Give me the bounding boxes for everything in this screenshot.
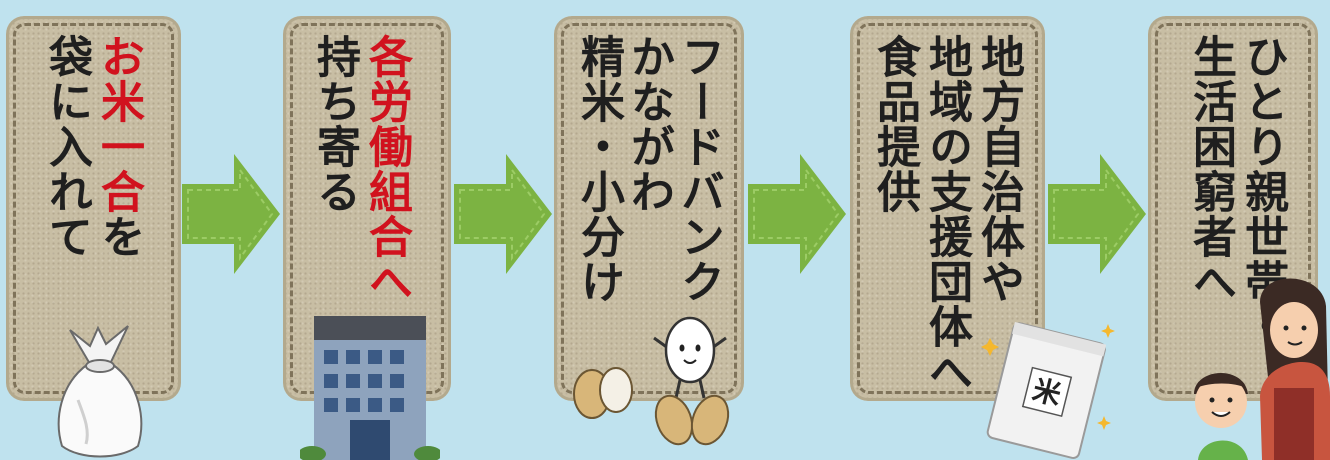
rice-grain-icon	[573, 367, 633, 419]
step-1-text: 袋に入れて	[41, 34, 92, 259]
step-card-1	[6, 16, 181, 401]
rice-grain-icon	[654, 394, 730, 446]
office-building-icon	[300, 316, 440, 460]
step-2-text: 持ち寄る	[309, 34, 360, 214]
step-4-text-1: 地方自治体や	[973, 34, 1024, 304]
step-3-text-3: 精米・小分け	[573, 34, 624, 304]
parent-and-child-icon	[1194, 278, 1330, 460]
step-1-line-2: 袋に入れて	[41, 34, 92, 259]
step-1-emphasis: お米一合	[93, 34, 144, 214]
step-3-text-2: かながわ	[623, 34, 674, 214]
rice-package-icon: 米	[981, 322, 1115, 460]
step-4-line-2: 地域の支援団体へ	[921, 34, 972, 394]
rice-bag-icon	[57, 325, 143, 458]
step-4-text-2: 地域の支援団体へ	[921, 34, 972, 394]
step-1-line-1: お米一合を	[93, 34, 144, 259]
step-3-line-1: フードバンク	[673, 34, 724, 304]
step-5-text-2: 生活困窮者へ	[1185, 34, 1236, 304]
rice-grain-character-icon	[653, 316, 727, 399]
step-4-text-3: 食品提供	[869, 34, 920, 214]
step-4-line-3: 食品提供	[869, 34, 920, 214]
step-2-emphasis: 各労働組合へ	[361, 34, 412, 304]
step-3-line-2: かながわ	[623, 34, 674, 214]
arrow-right-icon	[182, 154, 280, 274]
step-4-line-1: 地方自治体や	[973, 34, 1024, 304]
arrow-right-icon	[748, 154, 846, 274]
step-3-text-1: フードバンク	[673, 34, 724, 304]
step-2-line-1: 各労働組合へ	[361, 34, 412, 304]
step-5-line-2: 生活困窮者へ	[1185, 34, 1236, 304]
step-1-particle: を	[93, 214, 144, 259]
arrow-right-icon	[454, 154, 552, 274]
step-2-line-2: 持ち寄る	[309, 34, 360, 214]
arrow-right-icon	[1048, 154, 1146, 274]
step-3-line-3: 精米・小分け	[573, 34, 624, 304]
